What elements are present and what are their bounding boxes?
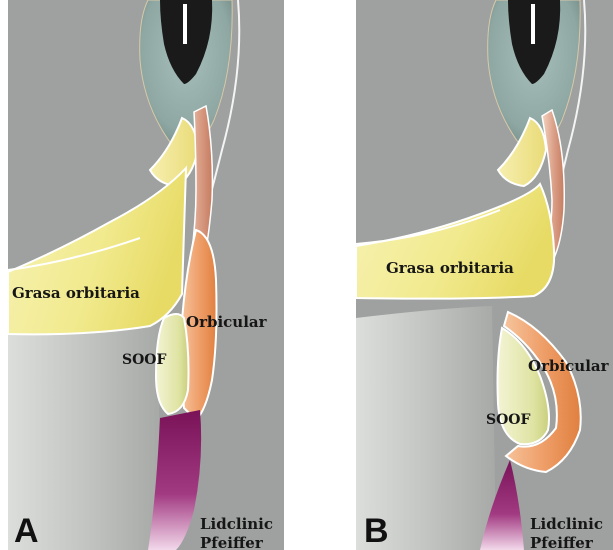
panel-b-letter: B: [364, 512, 389, 550]
panel-a-credit-line2: Pfeiffer: [200, 534, 264, 550]
panel-a-label-soof: SOOF: [122, 352, 167, 368]
panel-a-pupil-highlight: [183, 4, 187, 44]
panel-a-label-orbicular: Orbicular: [186, 313, 268, 331]
panel-a-credit-line1: Lidclinic: [200, 515, 273, 533]
panel-a-letter: A: [14, 512, 39, 550]
panel-b-credit-line2: Pfeiffer: [530, 534, 594, 550]
panel-b-label-fat: Grasa orbitaria: [386, 259, 514, 277]
panel-b: Grasa orbitaria Orbicular SOOF Lidclinic…: [356, 0, 613, 550]
panel-a-label-fat: Grasa orbitaria: [12, 284, 140, 302]
panel-b-label-soof: SOOF: [486, 412, 531, 428]
panel-b-pupil-highlight: [531, 4, 535, 44]
panel-b-label-orbicular: Orbicular: [528, 357, 610, 375]
panel-a: Grasa orbitaria Orbicular SOOF Lidclinic…: [8, 0, 284, 550]
panel-b-credit-line1: Lidclinic: [530, 515, 603, 533]
